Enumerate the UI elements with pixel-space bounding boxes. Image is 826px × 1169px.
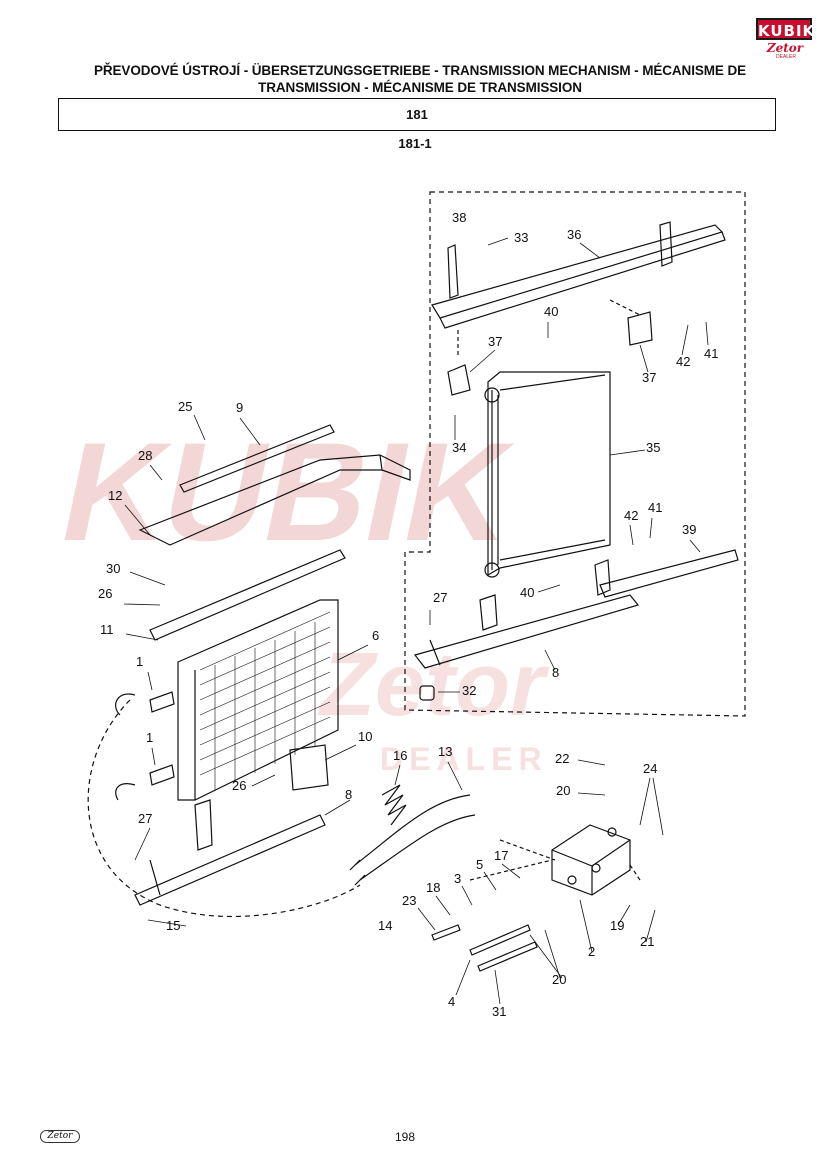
- fitting-1-lower: [149, 764, 175, 786]
- spring-16: [381, 784, 407, 826]
- bar-8-lower: [134, 814, 326, 906]
- callout-16: 16: [393, 748, 407, 763]
- watermark-main: KUBIK: [49, 414, 525, 570]
- fitting-1-upper: [149, 691, 175, 713]
- callout-15: 15: [166, 918, 180, 933]
- kubik-zetor-logo: KUBIK Zetor DEALER: [756, 14, 814, 60]
- callout-20b: 20: [552, 972, 566, 987]
- callout-25: 25: [178, 399, 192, 414]
- bolt-31: [477, 941, 538, 972]
- callout-8b: 8: [345, 787, 352, 802]
- watermark-sub: Zetor: [317, 635, 550, 735]
- bar-39: [599, 549, 739, 598]
- callout-31: 31: [492, 1004, 506, 1019]
- callout-22: 22: [555, 751, 569, 766]
- callout-1a: 1: [136, 654, 143, 669]
- callout-26b: 26: [232, 778, 246, 793]
- callout-24: 24: [643, 761, 657, 776]
- hose-14: [87, 699, 361, 918]
- logo-tag: DEALER: [776, 54, 797, 60]
- callout-37b: 37: [642, 370, 656, 385]
- callout-14: 14: [378, 918, 392, 933]
- callout-28: 28: [138, 448, 152, 463]
- page-title: PŘEVODOVÉ ÚSTROJÍ - ÜBERSETZUNGSGETRIEBE…: [93, 63, 747, 95]
- watermark: KUBIK Zetor DEALER: [49, 414, 550, 777]
- callout-34: 34: [452, 440, 466, 455]
- callout-12: 12: [108, 488, 122, 503]
- callout-36: 36: [567, 227, 581, 242]
- callout-4: 4: [448, 994, 455, 1009]
- callout-1b: 1: [146, 730, 153, 745]
- footer-zetor-logo: Zetor: [40, 1130, 80, 1143]
- callout-27b: 27: [138, 811, 152, 826]
- callout-5: 5: [476, 857, 483, 872]
- bar-9: [179, 424, 335, 493]
- callout-6: 6: [372, 628, 379, 643]
- callout-38: 38: [452, 210, 466, 225]
- callout-27a: 27: [433, 590, 447, 605]
- callout-19: 19: [610, 918, 624, 933]
- callout-40a: 40: [544, 304, 558, 319]
- section-number: 181: [58, 98, 776, 131]
- callout-9: 9: [236, 400, 243, 415]
- callout-37a: 37: [488, 334, 502, 349]
- callout-labels: 38 33 36 40 37 42 41 37 34 35 42 41 39 4…: [98, 210, 718, 1019]
- hose-13: [354, 794, 476, 881]
- callout-3: 3: [454, 871, 461, 886]
- bracket-37-left: [447, 364, 471, 396]
- bar-36: [431, 224, 726, 329]
- leader-lines: [123, 237, 709, 1005]
- callout-10: 10: [358, 729, 372, 744]
- logo-brand: KUBIK: [756, 18, 814, 40]
- valve-block-2: [551, 824, 631, 896]
- bar-11: [149, 549, 346, 641]
- callout-40b: 40: [520, 585, 534, 600]
- callout-11: 11: [100, 622, 114, 637]
- bar-8-upper: [413, 594, 640, 669]
- callout-42a: 42: [676, 354, 690, 369]
- callout-41a: 41: [704, 346, 718, 361]
- callout-32: 32: [462, 683, 476, 698]
- callout-30: 30: [106, 561, 120, 576]
- bracket-37-right: [627, 311, 653, 346]
- callout-21: 21: [640, 934, 654, 949]
- bolt-23: [431, 924, 461, 941]
- page-number: 198: [394, 1130, 416, 1144]
- callout-42b: 42: [624, 508, 638, 523]
- bolt-4: [469, 924, 531, 956]
- callout-41b: 41: [648, 500, 662, 515]
- watermark-tag: DEALER: [380, 741, 548, 777]
- group-outline: [404, 191, 746, 717]
- radiator-6: [177, 599, 339, 801]
- subsection-number: 181-1: [398, 136, 432, 151]
- callout-33: 33: [514, 230, 528, 245]
- callout-35: 35: [646, 440, 660, 455]
- callout-13: 13: [438, 744, 452, 759]
- radiator-35: [487, 371, 611, 577]
- callout-18: 18: [426, 880, 440, 895]
- callout-26a: 26: [98, 586, 112, 601]
- logo-sub: Zetor: [766, 41, 804, 55]
- callout-23: 23: [402, 893, 416, 908]
- callout-8a: 8: [552, 665, 559, 680]
- callout-17: 17: [494, 848, 508, 863]
- bracket-10: [289, 744, 329, 791]
- callout-39: 39: [682, 522, 696, 537]
- callout-20a: 20: [556, 783, 570, 798]
